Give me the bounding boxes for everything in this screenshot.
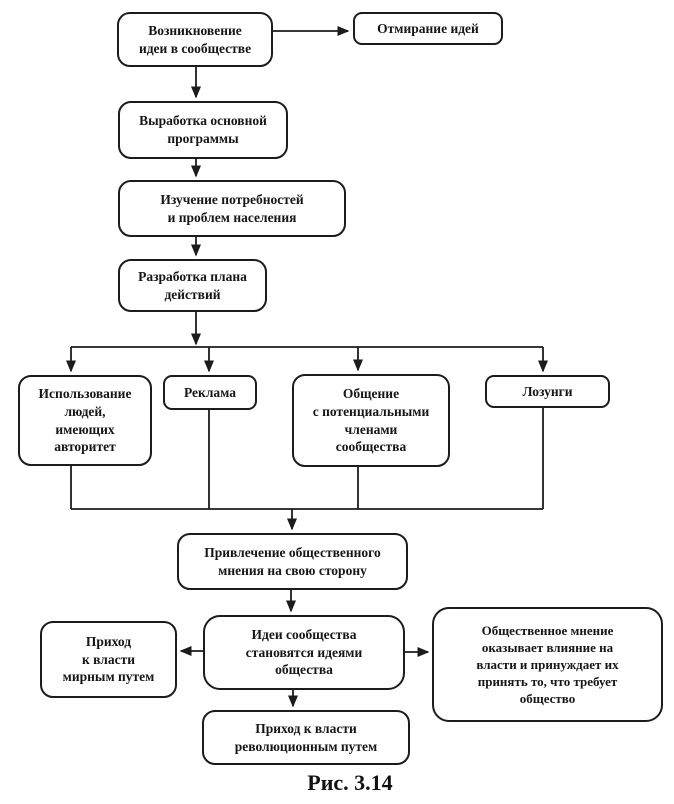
node-slogans: Лозунги (485, 375, 610, 408)
node-action-plan: Разработка плана действий (118, 259, 267, 312)
node-program-development: Выработка основной программы (118, 101, 288, 159)
node-idea-dying: Отмирание идей (353, 12, 503, 45)
node-idea-emergence: Возникновение идеи в сообществе (117, 12, 273, 67)
node-revolutionary-power: Приход к власти революционным путем (202, 710, 410, 765)
node-attract-public-opinion: Привлечение общественного мнения на свою… (177, 533, 408, 590)
node-peaceful-power: Приход к власти мирным путем (40, 621, 177, 698)
node-advertising: Реклама (163, 375, 257, 410)
node-public-opinion-pressure: Общественное мнение оказывает влияние на… (432, 607, 663, 722)
node-ideas-become-societal: Идеи сообщества становятся идеями общест… (203, 615, 405, 690)
node-communication: Общение с потенциальными членами сообщес… (292, 374, 450, 467)
figure-caption: Рис. 3.14 (307, 770, 393, 795)
node-needs-study: Изучение потребностей и проблем населени… (118, 180, 346, 237)
node-authority-people: Использование людей, имеющих авторитет (18, 375, 152, 466)
